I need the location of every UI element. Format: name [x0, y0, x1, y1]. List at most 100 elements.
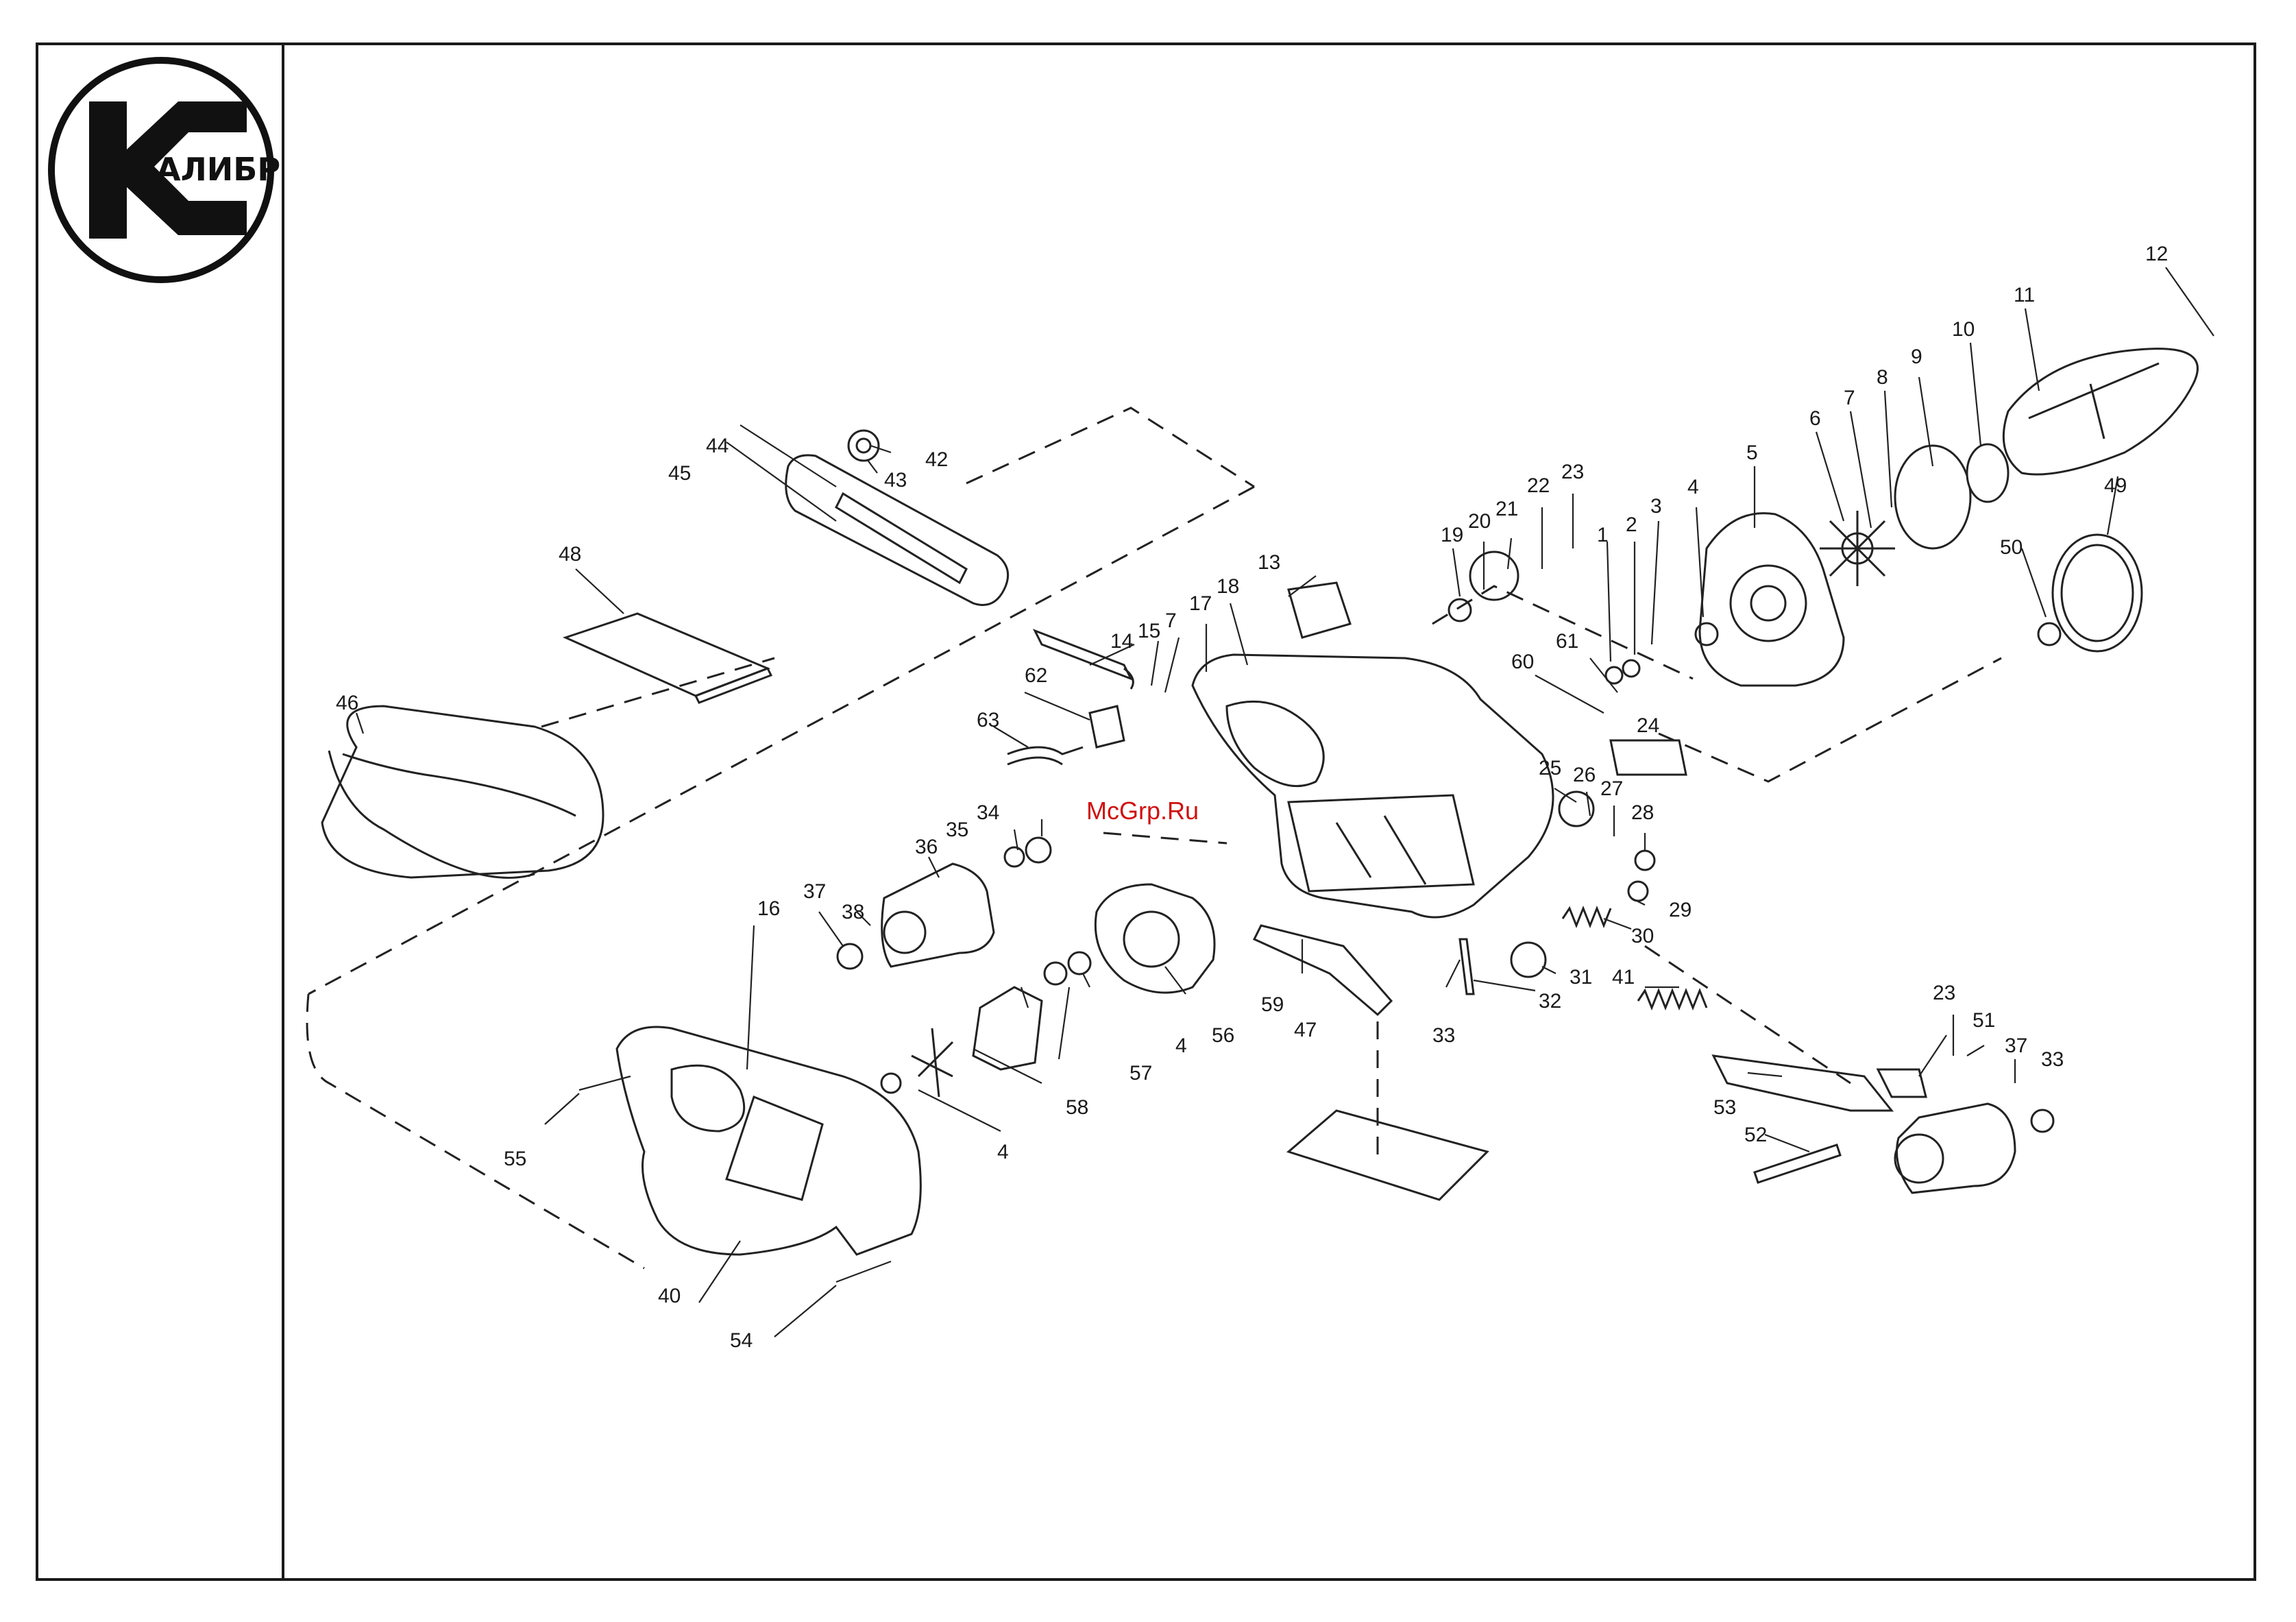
- callout-56: 56: [1212, 1024, 1234, 1047]
- callout-6: 6: [1809, 407, 1821, 430]
- callout-63: 63: [977, 709, 999, 731]
- armature: [912, 987, 1042, 1097]
- callout-13: 13: [1258, 551, 1280, 574]
- callout-14: 14: [1110, 630, 1133, 653]
- sanding-belt: [322, 706, 603, 877]
- callout-12: 12: [2145, 243, 2168, 265]
- callout-48: 48: [559, 543, 581, 566]
- callout-43: 43: [884, 469, 907, 492]
- guide-bracket: [1713, 1056, 1926, 1111]
- wires: [1007, 747, 1083, 764]
- callout-22: 22: [1527, 474, 1550, 497]
- callout-labels: 1 2 3 4 5 6 7 8 9 10 11 12 13 14 15 16 1…: [336, 243, 2168, 1352]
- callout-61: 61: [1556, 630, 1578, 653]
- label-plate: [1611, 740, 1686, 775]
- callout-23-right: 23: [1933, 982, 1955, 1004]
- callout-42: 42: [925, 448, 948, 471]
- washer-57: [1045, 963, 1066, 984]
- callout-38: 38: [842, 901, 864, 923]
- callout-24: 24: [1637, 714, 1659, 737]
- washer-4b: [881, 1074, 901, 1093]
- callout-18: 18: [1217, 575, 1239, 598]
- callout-21: 21: [1495, 498, 1518, 520]
- watermark: McGrp.Ru: [1086, 797, 1199, 825]
- knob-31: [1511, 943, 1546, 977]
- callout-23-top: 23: [1561, 461, 1584, 483]
- callout-8: 8: [1877, 366, 1888, 389]
- washer-33: [2031, 1110, 2053, 1132]
- callout-9: 9: [1911, 346, 1922, 368]
- spring-30: [1563, 908, 1611, 925]
- callout-44: 44: [706, 435, 729, 457]
- callout-57: 57: [1129, 1062, 1152, 1085]
- callout-7-left: 7: [1165, 609, 1177, 632]
- callout-50: 50: [2000, 536, 2023, 559]
- pin: [1755, 1145, 1840, 1183]
- motor-stator: [1095, 884, 1214, 993]
- gear-disc: [1895, 446, 1970, 548]
- nut-28: [1635, 851, 1654, 870]
- callout-34: 34: [977, 801, 999, 824]
- callout-53: 53: [1713, 1096, 1736, 1119]
- callout-1: 1: [1597, 524, 1609, 546]
- toothed-belt: [2053, 535, 2142, 651]
- callout-10: 10: [1952, 318, 1975, 341]
- bearing-34: [1026, 838, 1051, 862]
- callout-25: 25: [1539, 757, 1561, 779]
- callout-19: 19: [1441, 524, 1463, 546]
- screw-54: [836, 1261, 891, 1282]
- callout-2: 2: [1626, 513, 1637, 536]
- tracking-roller: [1895, 1104, 2015, 1193]
- switch: [1289, 583, 1350, 638]
- brush-holder: [882, 864, 994, 967]
- callout-51: 51: [1973, 1009, 1995, 1032]
- callout-35: 35: [946, 819, 968, 841]
- callout-49: 49: [2104, 474, 2127, 497]
- callout-16: 16: [757, 897, 780, 920]
- callout-40: 40: [658, 1285, 681, 1307]
- callout-55: 55: [504, 1148, 526, 1170]
- callout-28: 28: [1631, 801, 1654, 824]
- washer-35: [1005, 847, 1024, 867]
- belt-cover-plate: [786, 431, 1008, 605]
- callout-17: 17: [1189, 592, 1212, 615]
- callout-15: 15: [1138, 620, 1160, 642]
- callout-41: 41: [1612, 966, 1635, 989]
- rivet: [1460, 939, 1474, 994]
- callout-33-right: 33: [2041, 1048, 2064, 1071]
- callout-29: 29: [1669, 899, 1692, 921]
- callout-32: 32: [1539, 990, 1561, 1013]
- callout-27: 27: [1600, 777, 1623, 800]
- callout-52: 52: [1744, 1124, 1767, 1146]
- cord-clamp: [1090, 706, 1124, 747]
- callout-26: 26: [1573, 764, 1596, 786]
- callout-37-left: 37: [803, 880, 826, 903]
- drive-gear: [1967, 444, 2008, 502]
- callout-4-top: 4: [1687, 476, 1699, 498]
- washer-50: [2038, 623, 2060, 645]
- gear-21: [1470, 552, 1518, 600]
- callout-31: 31: [1570, 966, 1592, 989]
- washer-4: [1068, 952, 1090, 974]
- toothed-belt-inner: [2062, 545, 2133, 641]
- callout-62: 62: [1025, 664, 1047, 687]
- bearing-37: [838, 944, 862, 969]
- callout-46: 46: [336, 692, 358, 714]
- base-plate: [1289, 1111, 1487, 1200]
- callout-7-right: 7: [1844, 387, 1855, 409]
- callout-33-mid: 33: [1432, 1024, 1455, 1047]
- spring: [1638, 991, 1707, 1008]
- callout-4-mid: 4: [1175, 1034, 1187, 1057]
- rear-cover: [617, 1027, 920, 1255]
- side-cover: [2003, 349, 2197, 474]
- callout-3: 3: [1650, 495, 1662, 518]
- callout-4-low: 4: [997, 1141, 1009, 1163]
- callout-47: 47: [1294, 1019, 1317, 1041]
- callout-54: 54: [730, 1329, 753, 1352]
- gear-cover: [1700, 513, 1844, 686]
- callout-36: 36: [915, 836, 938, 858]
- fan: [1820, 511, 1895, 586]
- main-housing: [1193, 655, 1553, 917]
- callout-58: 58: [1066, 1096, 1088, 1119]
